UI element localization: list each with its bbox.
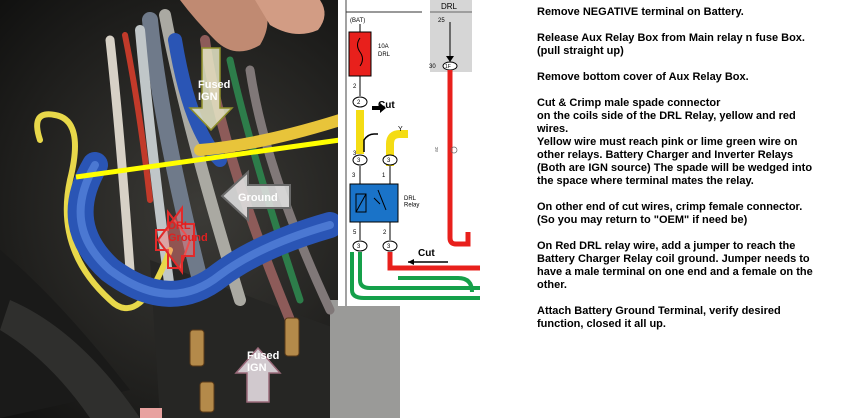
drl-relay (349, 183, 399, 223)
label-line: Ground (168, 232, 208, 244)
label-ground: Ground (238, 192, 278, 204)
svg-text:3: 3 (353, 151, 357, 157)
arrow-up-fused-ign-bottom (234, 346, 282, 403)
terminal (284, 317, 300, 357)
yellow-wire-right (386, 130, 408, 166)
svg-text:2: 2 (357, 100, 361, 106)
connector-3d-right (382, 240, 398, 252)
label-cut-top: Cut (378, 100, 395, 111)
svg-text:2: 2 (383, 230, 387, 236)
svg-text:5: 5 (353, 230, 357, 236)
connector-3c (382, 154, 398, 166)
label-fused-ign-top: Fused IGN (198, 79, 233, 103)
bat-label: (BAT) (350, 18, 365, 24)
arrow-left-drl-ground (156, 205, 195, 275)
connector-3d-left (352, 240, 368, 252)
red-wire-drl (447, 70, 471, 247)
label-line: Relay (404, 203, 419, 209)
wiring-photo: Fused IGN Ground DRL Ground Fused IGN (0, 0, 400, 418)
step-5: On other end of cut wires, crimp female … (537, 201, 803, 226)
svg-text:3: 3 (357, 244, 361, 250)
label-cut-bottom: Cut (418, 248, 435, 259)
svg-text:3: 3 (352, 173, 356, 179)
step-1: Remove NEGATIVE terminal on Battery. (537, 6, 744, 18)
green-wire-2 (350, 252, 480, 300)
step-7: Attach Battery Ground Terminal, verify d… (537, 305, 781, 330)
svg-text:2: 2 (353, 84, 357, 90)
svg-text:1F: 1F (445, 64, 451, 70)
green-wire-1 (358, 252, 480, 290)
svg-text:10A: 10A (378, 44, 389, 50)
relay-name: DRL Relay (404, 196, 419, 209)
finger (180, 0, 268, 52)
yellow-wire-left (356, 110, 364, 154)
instructions-panel: Remove NEGATIVE terminal on Battery. Rel… (537, 6, 837, 344)
arrow-left-ground (220, 169, 291, 223)
step-2: Release Aux Relay Box from Main relay n … (537, 32, 805, 57)
label-line: IGN (198, 91, 218, 103)
svg-text:DRL: DRL (378, 52, 391, 58)
svg-text:Y: Y (398, 126, 403, 133)
drl-top-label: DRL (441, 2, 458, 11)
label-fused-ign-bottom: Fused IGN (247, 350, 282, 374)
svg-text:ac: ac (434, 146, 440, 152)
terminal (189, 329, 205, 367)
svg-text:3: 3 (387, 158, 391, 164)
svg-text:3: 3 (357, 158, 361, 164)
svg-text:25: 25 (438, 18, 445, 24)
step-3: Remove bottom cover of Aux Relay Box. (537, 71, 749, 83)
step-4: Cut & Crimp male spade connector on the … (537, 97, 813, 187)
svg-text:3: 3 (387, 244, 391, 250)
red-wire-relay (387, 252, 480, 271)
label-drl-ground: DRL Ground (168, 220, 208, 244)
finger (255, 0, 325, 34)
label-line: IGN (247, 362, 267, 374)
annotation-line (75, 137, 341, 180)
connector-2a (352, 96, 368, 108)
connector-3a (352, 154, 368, 166)
svg-text:30: 30 (429, 64, 436, 70)
svg-text:1: 1 (382, 173, 386, 179)
arrow-down-fused-ign-top (188, 47, 234, 132)
wiring-diagram: DRL 25 30 1F (BAT) 10A DRL 2 2 Cut Y 3 3… (338, 0, 480, 306)
terminal (199, 381, 215, 413)
step-6: On Red DRL relay wire, add a jumper to r… (537, 240, 813, 291)
